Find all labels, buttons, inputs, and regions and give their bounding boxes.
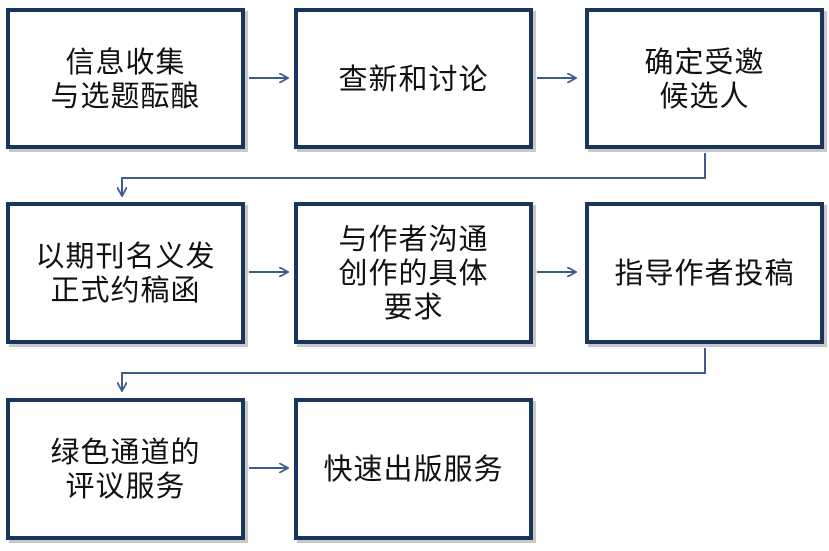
step-label: 与作者沟通 创作的具体 要求 — [338, 222, 489, 324]
step-invitation-letter: 以期刊名义发 正式约稿函 — [6, 202, 245, 344]
step-fast-publication: 快速出版服务 — [294, 398, 533, 540]
step-determine-candidates: 确定受邀 候选人 — [585, 8, 824, 149]
step-green-channel-review: 绿色通道的 评议服务 — [6, 398, 245, 540]
step-label: 确定受邀 候选人 — [644, 44, 765, 113]
step-novelty-check: 查新和讨论 — [294, 8, 533, 149]
step-label: 绿色通道的 评议服务 — [50, 435, 201, 503]
step-label: 信息收集 与选题酝酿 — [50, 44, 201, 113]
step-label: 以期刊名义发 正式约稿函 — [35, 239, 216, 307]
step-communicate-requirements: 与作者沟通 创作的具体 要求 — [294, 202, 533, 344]
step-info-collection: 信息收集 与选题酝酿 — [6, 8, 245, 149]
step-label: 快速出版服务 — [323, 452, 504, 486]
step-label: 指导作者投稿 — [614, 256, 795, 290]
arrow-row2-to-row3 — [122, 348, 706, 391]
arrow-row1-to-row2 — [122, 153, 706, 196]
step-guide-submission: 指导作者投稿 — [585, 202, 824, 344]
step-label: 查新和讨论 — [338, 61, 489, 96]
